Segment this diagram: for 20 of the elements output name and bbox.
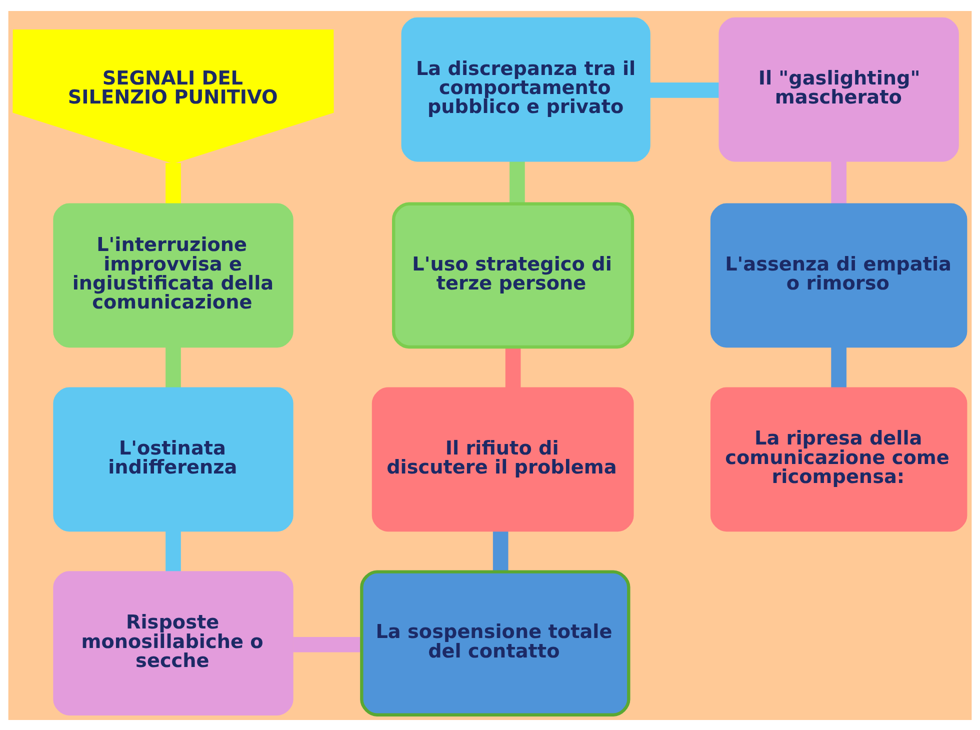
connector (831, 346, 846, 388)
node-box: L'uso strategico di terze persone (392, 202, 634, 348)
node-box: Il rifiuto di discutere il problema (372, 386, 634, 532)
node-box: Risposte monosillabiche o secche (53, 570, 294, 716)
node-box: La ripresa della comunicazione come ricompensa: (710, 386, 968, 532)
connector (166, 530, 181, 572)
node-box: Il "gaslighting" mascherato (718, 16, 959, 162)
connector (831, 160, 846, 204)
node-box: La discrepanza tra il comportamento pubblico e privato (401, 16, 650, 162)
connector (650, 82, 719, 98)
node-box: La sospensione totale del contatto (360, 570, 630, 716)
connector (510, 160, 525, 204)
connector (166, 162, 181, 204)
connector (505, 346, 521, 388)
connector (293, 636, 362, 652)
connector (166, 346, 181, 388)
node-box: L'assenza di empatia o rimorso (710, 202, 968, 348)
node-box: L'ostinata indifferenza (53, 386, 294, 532)
connector (492, 530, 508, 572)
node-box: L'interruzione improvvisa e ingiustificata della comunicazione (53, 202, 294, 348)
